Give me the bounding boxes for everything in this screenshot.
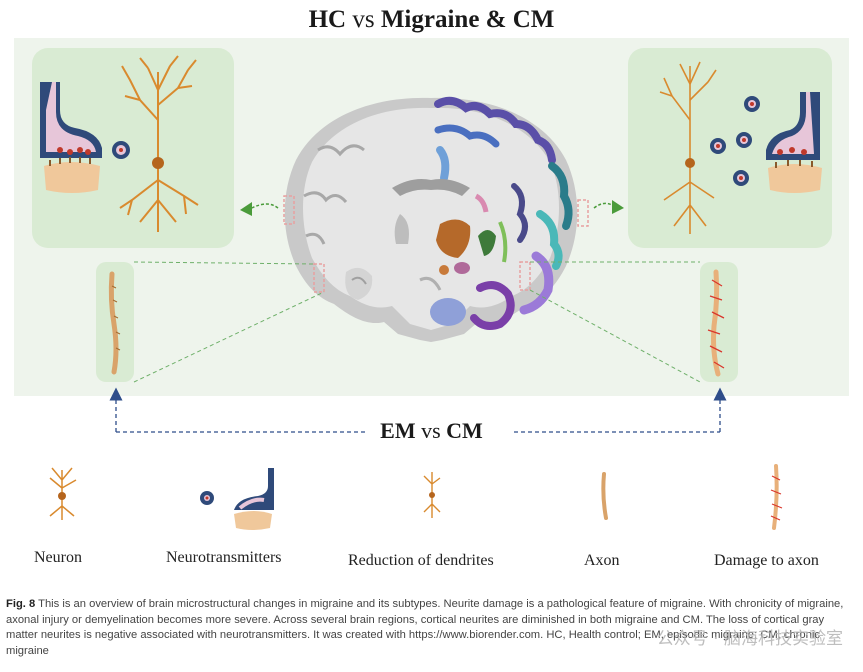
legend-reduced-dendrites-icon <box>423 472 441 518</box>
brain-coronal-section-icon <box>283 96 589 342</box>
comparison-right: CM <box>446 418 483 443</box>
left-vesicle-icon <box>112 141 130 159</box>
legend-damaged-axon-icon <box>770 464 783 530</box>
title-right: Migraine & CM <box>380 6 555 33</box>
legend-axon-icon <box>601 472 608 520</box>
comparison-vs: vs <box>421 418 441 443</box>
left-healthy-axon-icon <box>108 271 121 375</box>
caption-fig-label: Fig. 8 <box>6 598 36 610</box>
right-zoom-arrow-icon <box>593 200 624 214</box>
legend-label-neuron: Neuron <box>34 549 82 566</box>
right-neuron-icon <box>659 61 717 234</box>
figure-caption: Fig. 8 This is an overview of brain micr… <box>6 597 856 659</box>
title-vs: vs <box>352 6 375 33</box>
right-presynaptic-terminal-icon <box>766 92 820 160</box>
left-neuron-icon <box>119 55 199 232</box>
title-left: HC <box>308 6 347 33</box>
right-damaged-axon-icon <box>707 269 725 377</box>
legend-label-axon: Axon <box>584 552 620 569</box>
left-zoom-arrow-icon <box>240 202 279 216</box>
right-postsynaptic-terminal-icon <box>768 160 822 193</box>
legend-label-damage-to-axon: Damage to axon <box>714 552 819 569</box>
watermark: 公众号 · 脑海科技实验室 <box>656 629 843 649</box>
figure-title: HC vs Migraine & CM <box>0 6 863 34</box>
right-vesicles-icon <box>710 96 760 186</box>
zoom-connector-lines <box>133 261 701 383</box>
left-presynaptic-terminal-icon <box>40 82 102 158</box>
legend-neuron-icon <box>49 467 77 520</box>
left-postsynaptic-terminal-icon <box>44 157 100 193</box>
em-vs-cm-label: EM vs CM <box>0 418 863 444</box>
comparison-left: EM <box>380 418 416 443</box>
caption-text: This is an overview of brain microstruct… <box>6 598 844 657</box>
legend-label-reduction-of-dendrites: Reduction of dendrites <box>348 552 494 569</box>
em-vs-cm-arrow <box>109 387 727 433</box>
legend-neurotransmitters-icon <box>200 468 274 530</box>
legend-label-neurotransmitters: Neurotransmitters <box>166 549 282 566</box>
